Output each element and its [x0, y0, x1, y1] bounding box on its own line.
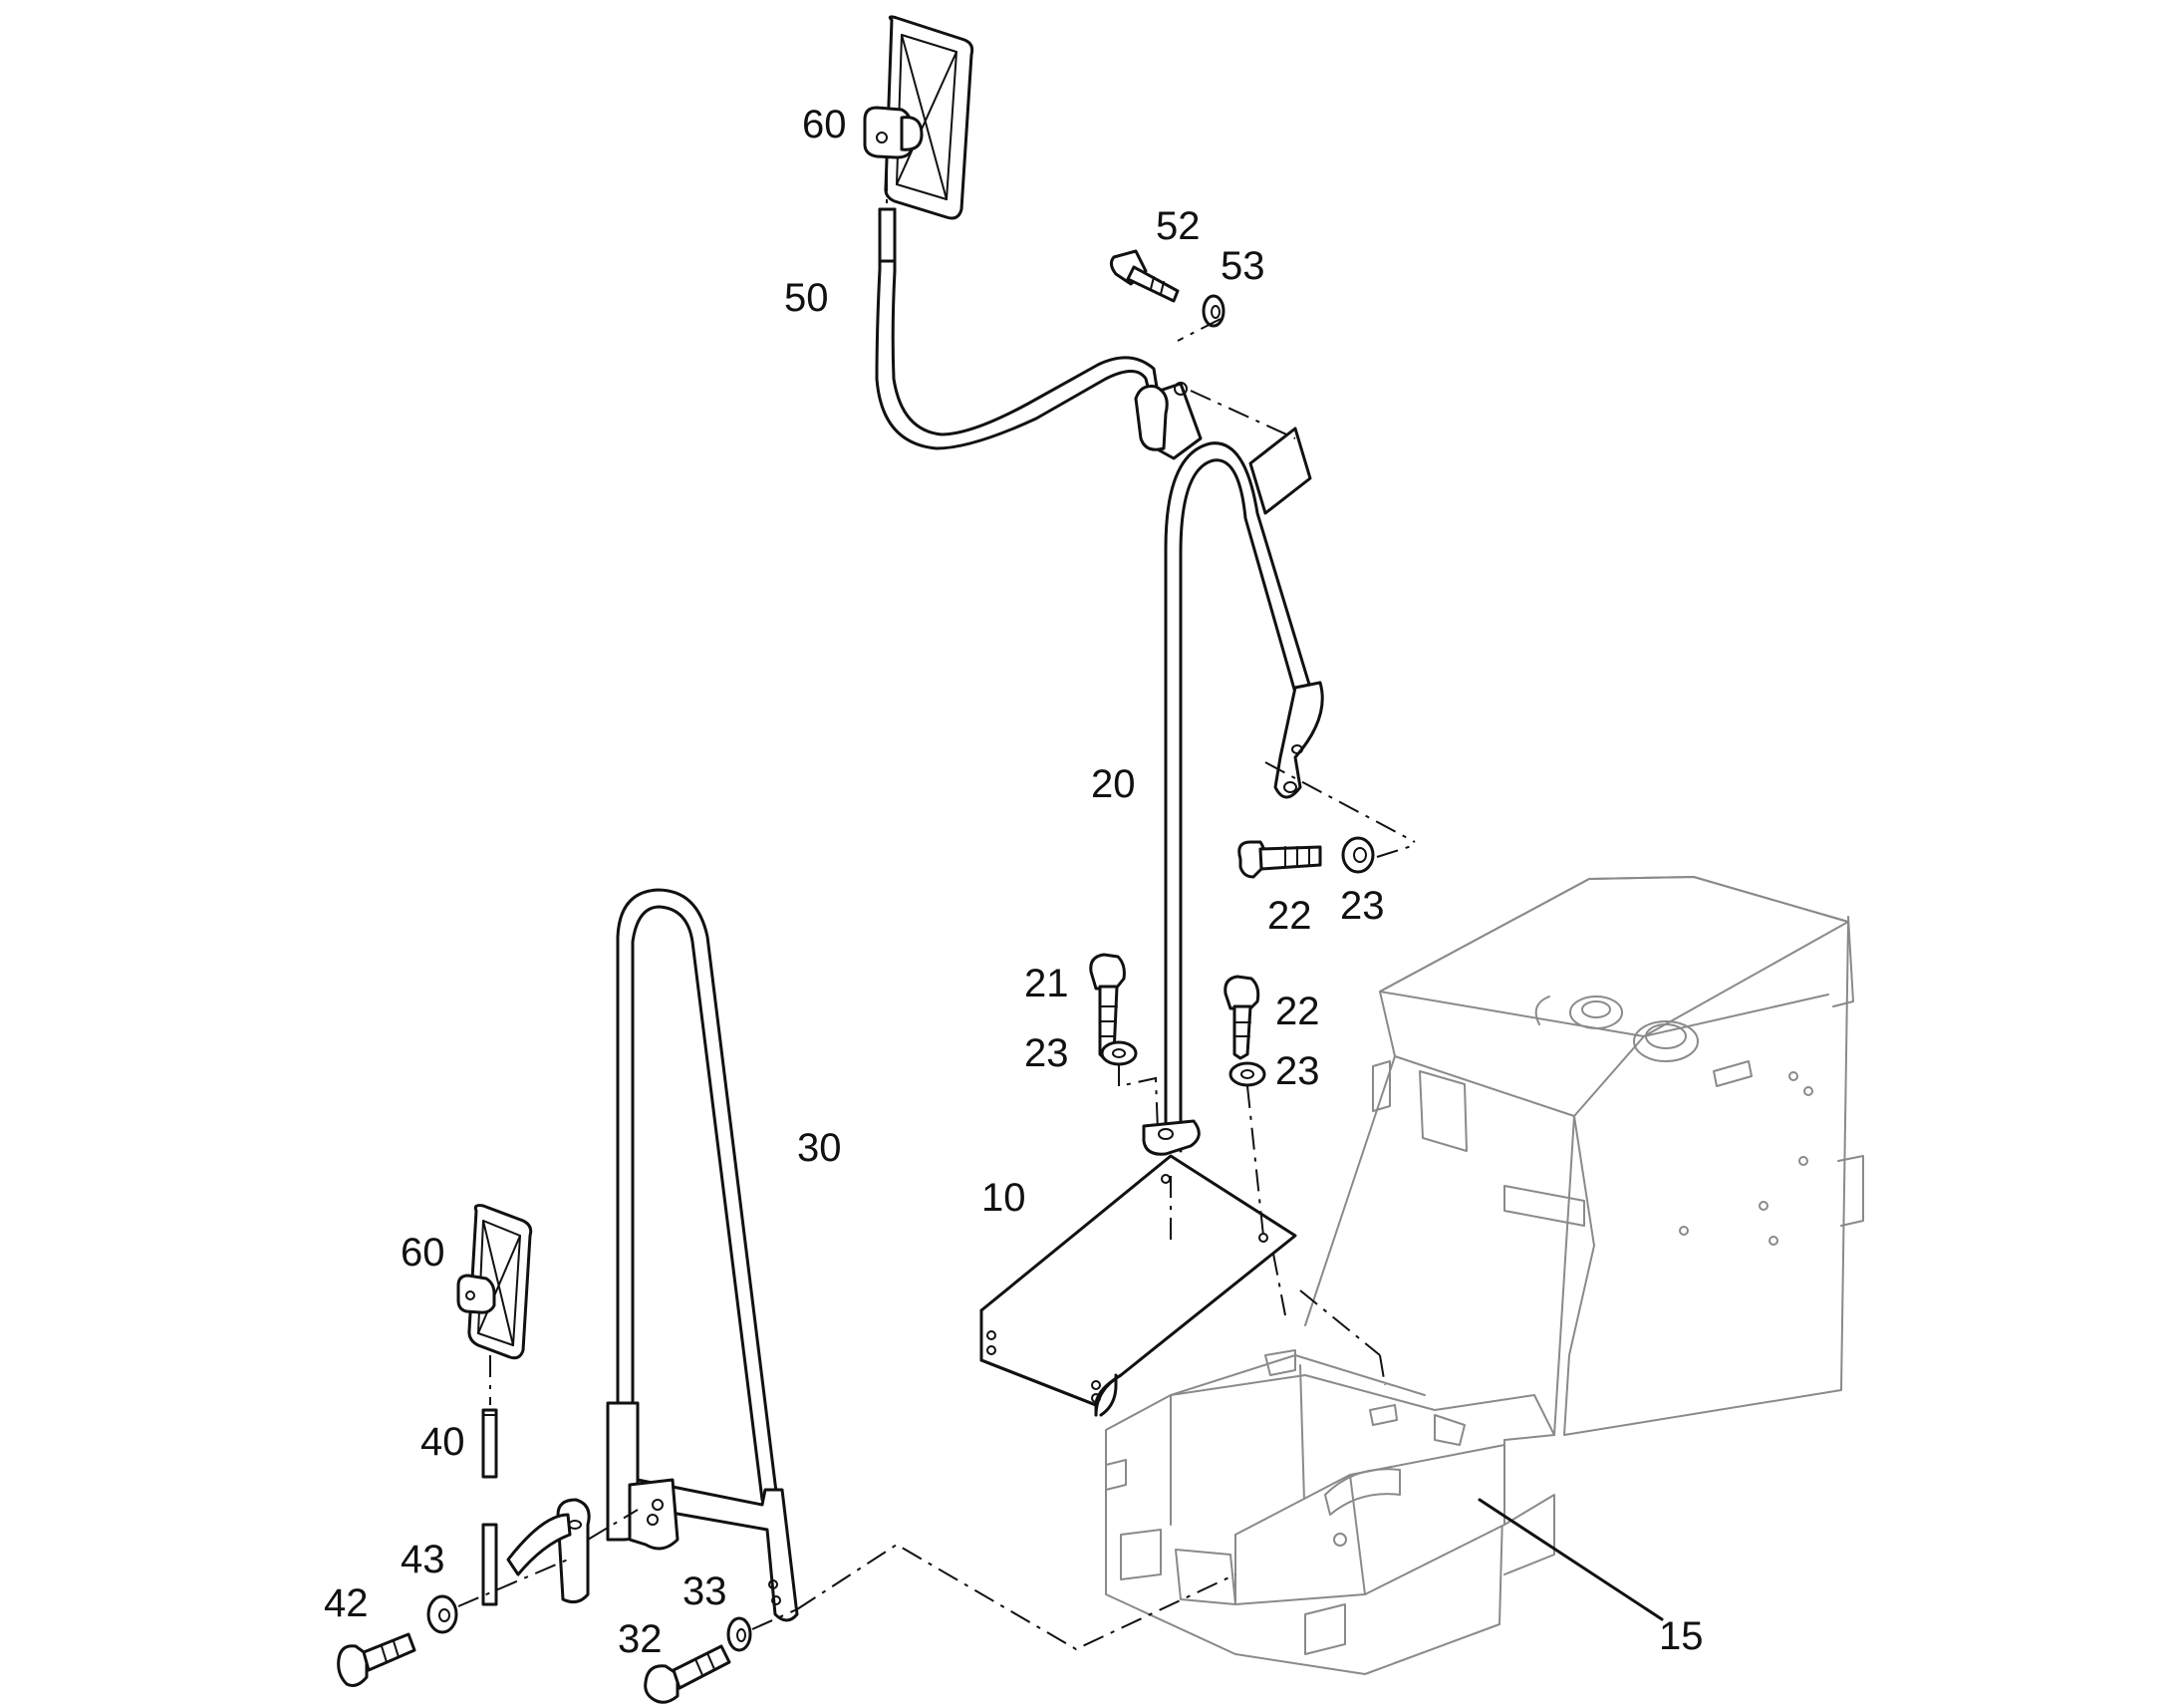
- mirror-top-part-60: [863, 15, 974, 220]
- washer-part-33: [726, 1616, 752, 1652]
- callout-33: 33: [682, 1569, 727, 1613]
- grab-handle-part-20: [1142, 427, 1324, 1156]
- callout-60-top: 60: [802, 103, 847, 146]
- callout-23-mid: 23: [1275, 1049, 1320, 1093]
- leader-line-part-15: [1478, 1498, 1664, 1621]
- callout-21: 21: [1024, 962, 1069, 1005]
- grab-handle-part-30: [606, 888, 799, 1622]
- washer-part-23-left: [1100, 1040, 1138, 1066]
- callout-20: 20: [1091, 762, 1136, 806]
- callout-23-left: 23: [1024, 1031, 1069, 1075]
- callout-43: 43: [401, 1538, 445, 1581]
- callout-40: 40: [420, 1420, 465, 1464]
- callout-22-right: 22: [1267, 894, 1312, 938]
- washer-part-43: [426, 1594, 458, 1634]
- assembly-center-lines: [457, 169, 1416, 1651]
- callout-52: 52: [1156, 204, 1201, 248]
- bolt-part-42: [337, 1632, 416, 1687]
- callout-53: 53: [1221, 244, 1265, 288]
- bolt-part-22-right: [1237, 840, 1322, 879]
- washer-part-23-right: [1341, 836, 1375, 874]
- callout-42: 42: [324, 1581, 369, 1625]
- callout-50: 50: [784, 276, 829, 320]
- callout-60-lower: 60: [401, 1231, 445, 1275]
- mirror-arm-part-50: [875, 207, 1203, 460]
- bolt-part-22-mid: [1224, 975, 1260, 1060]
- callout-10: 10: [981, 1176, 1026, 1220]
- callout-32: 32: [618, 1617, 663, 1661]
- mirror-lower-part-60: [456, 1204, 533, 1360]
- machine-body-part-15: [1105, 876, 1864, 1675]
- callout-30: 30: [797, 1126, 842, 1170]
- bolt-part-32: [644, 1644, 731, 1704]
- foot-plate-part-10: [979, 1154, 1297, 1417]
- callout-22-mid: 22: [1275, 990, 1320, 1033]
- washer-part-23-mid: [1228, 1061, 1266, 1087]
- callout-15: 15: [1659, 1614, 1704, 1658]
- callout-23-right: 23: [1340, 884, 1385, 928]
- washer-part-53: [1202, 294, 1225, 328]
- bolt-part-52: [1109, 249, 1180, 303]
- mirror-arm-part-40: [481, 1408, 591, 1606]
